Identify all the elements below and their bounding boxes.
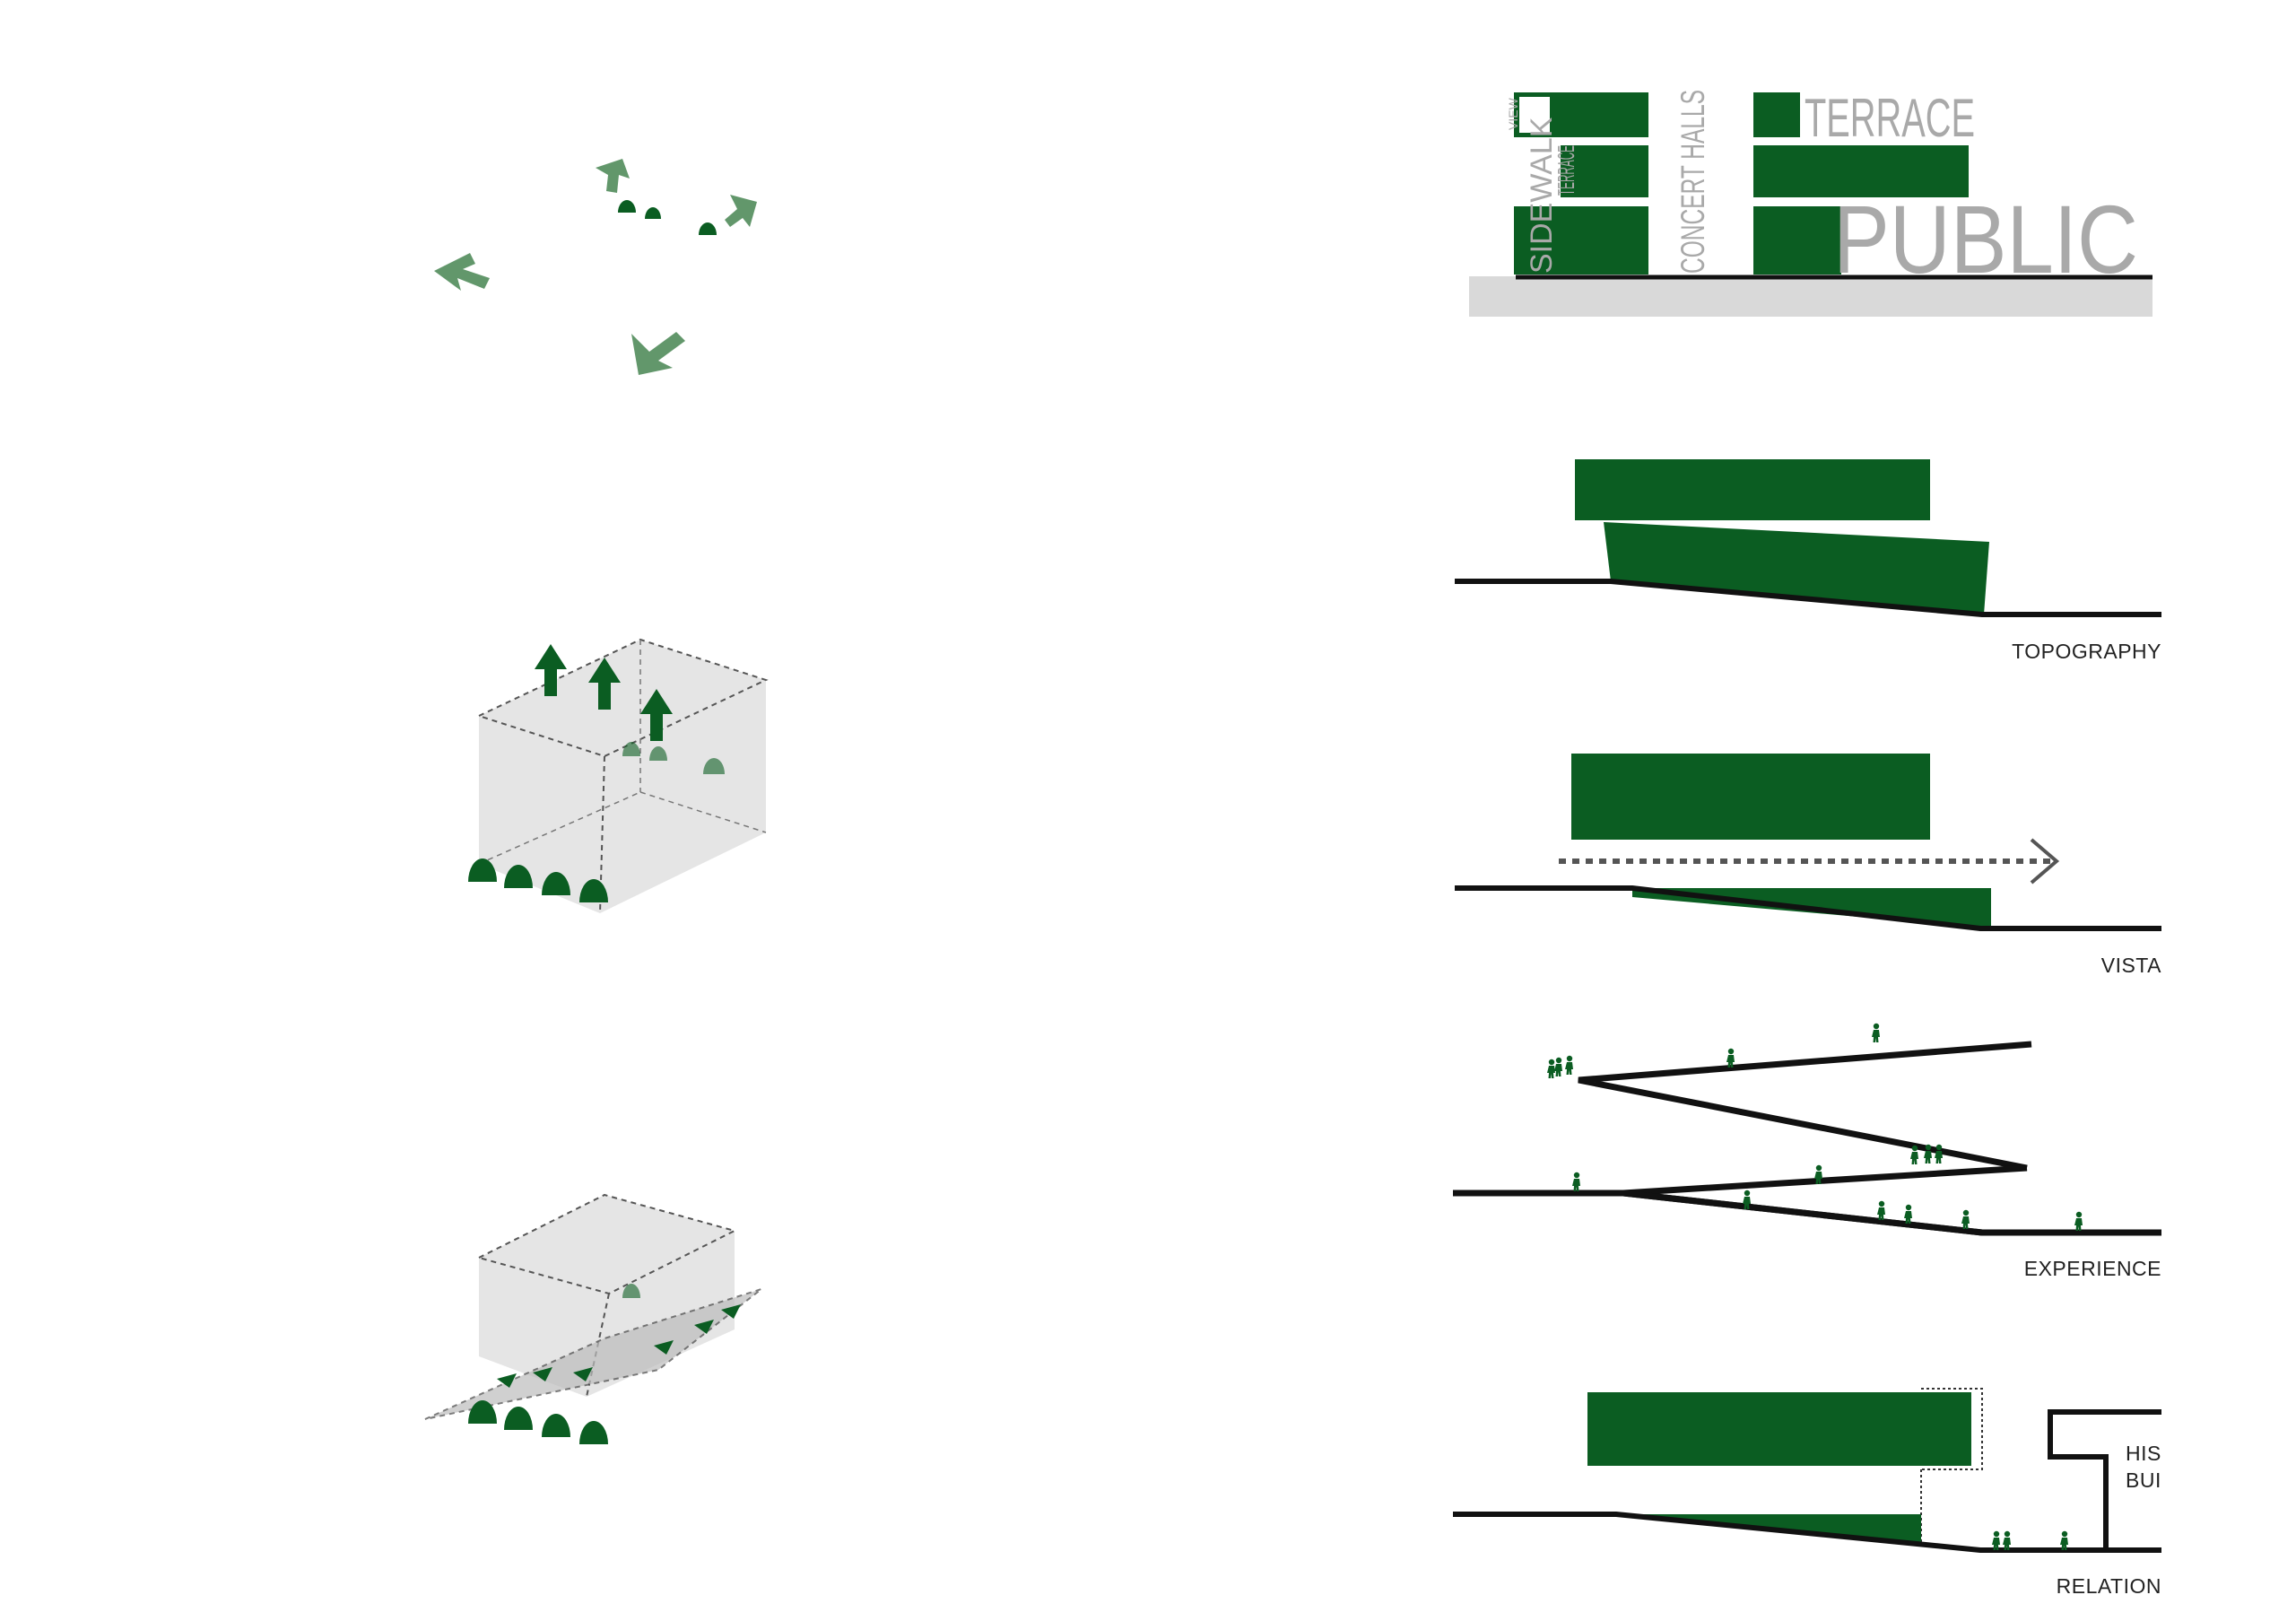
- relation-diagram: HISTORICAL BUILDING RELATION: [1444, 1381, 2161, 1597]
- site-axonometric-panel-2: [13, 563, 1075, 1079]
- ground-line: [1455, 885, 2161, 931]
- zigzag-ramp-upper: [1578, 1041, 2032, 1172]
- program-diagram-drawing: VIEW SIDEWALK TERRACE CONCERT HALLS TERR…: [1469, 88, 2152, 317]
- arcade-arches: [468, 1284, 640, 1444]
- person-silhouette-icon: [1992, 1530, 2068, 1550]
- label-view: VIEW: [1506, 97, 1520, 130]
- caption-historical-line2: BUILDING: [2126, 1468, 2161, 1492]
- green-arrow-icon: [535, 644, 673, 741]
- site-axonometric-drawing-2: [468, 638, 769, 914]
- entrance-arches: [618, 200, 717, 235]
- label-terrace-small: TERRACE: [1552, 145, 1579, 196]
- topography-diagram: TOPOGRAPHY: [1444, 449, 2161, 673]
- experience-drawing: EXPERIENCE: [1453, 1023, 2161, 1280]
- program-diagram: VIEW SIDEWALK TERRACE CONCERT HALLS TERR…: [1462, 81, 2161, 332]
- caption-historical-line1: HISTORICAL: [2126, 1442, 2161, 1465]
- label-concert-halls: CONCERT HALLS: [1674, 90, 1711, 274]
- ground-line: [1455, 579, 2161, 617]
- label-public: PUBLIC: [1833, 185, 2138, 293]
- upper-volume: [1575, 459, 1930, 520]
- caption-experience: EXPERIENCE: [2024, 1257, 2161, 1280]
- upper-volume: [1587, 1392, 1971, 1466]
- ground-line: [1453, 1190, 2161, 1236]
- topography-drawing: TOPOGRAPHY: [1455, 459, 2161, 663]
- vista-diagram: VISTA: [1444, 745, 2161, 987]
- upper-volume: [1571, 754, 1930, 840]
- relation-drawing: HISTORICAL BUILDING RELATION: [1453, 1388, 2161, 1597]
- volume-box: [424, 1193, 762, 1420]
- site-axonometric-panel-3: [13, 1105, 1075, 1621]
- green-arrow-icon: [434, 159, 757, 375]
- historical-building-outline: [2048, 1409, 2161, 1550]
- label-sidewalk: SIDEWALK: [1525, 117, 1559, 274]
- chevron-right-icon: [2030, 838, 2060, 885]
- green-arrow-icon: [497, 1304, 741, 1388]
- lower-volume: [1604, 522, 1989, 614]
- caption-topography: TOPOGRAPHY: [2012, 640, 2161, 663]
- ground-slab: [1469, 276, 2152, 317]
- caption-relation: RELATION: [2057, 1574, 2161, 1597]
- ground-line: [1453, 1512, 2161, 1553]
- caption-vista: VISTA: [2101, 954, 2161, 977]
- experience-diagram: EXPERIENCE: [1444, 1023, 2161, 1292]
- site-axonometric-drawing-1: [434, 159, 757, 375]
- person-silhouette-icon: [1547, 1023, 2083, 1231]
- label-terrace: TERRACE: [1805, 88, 1975, 148]
- site-axonometric-panel-1: [13, 20, 1075, 536]
- arcade-arches: [468, 742, 725, 902]
- site-axonometric-drawing-3: [424, 1193, 762, 1444]
- vista-drawing: VISTA: [1455, 754, 2161, 977]
- volume-box: [478, 638, 769, 914]
